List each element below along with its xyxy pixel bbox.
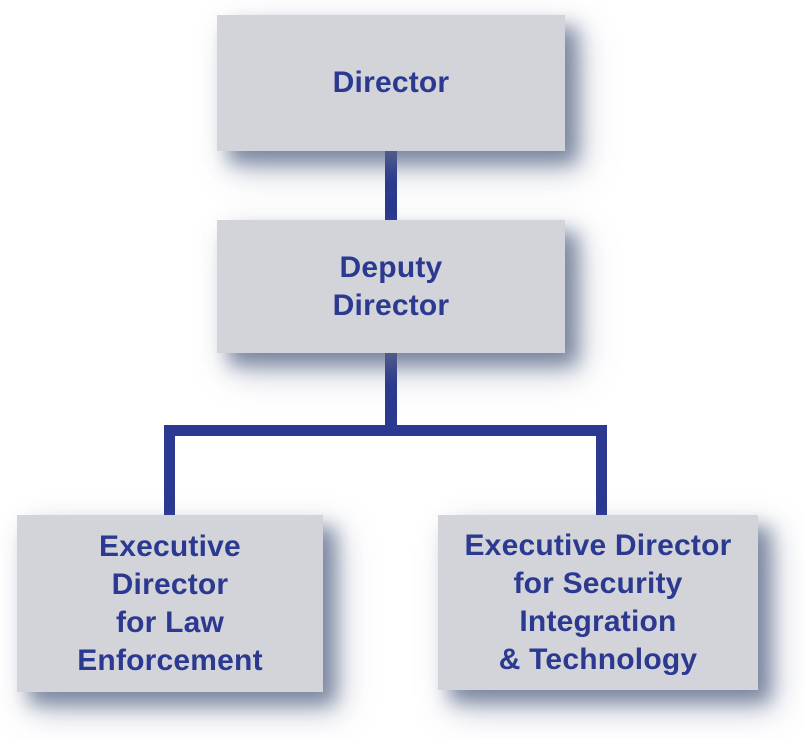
connector-horizontal-bar <box>164 425 607 436</box>
org-node-director: Director <box>217 15 565 151</box>
org-node-exec-director-security-integration-technology: Executive Director for Security Integrat… <box>438 515 758 690</box>
org-node-exec-director-law-enforcement: Executive Director for Law Enforcement <box>17 515 323 692</box>
org-node-deputy-director: Deputy Director <box>217 220 565 353</box>
connector-drop-law-enforcement <box>164 425 175 517</box>
connector-director-deputy <box>385 149 397 223</box>
connector-drop-security-integration <box>596 425 607 517</box>
connector-deputy-stem <box>385 351 397 431</box>
